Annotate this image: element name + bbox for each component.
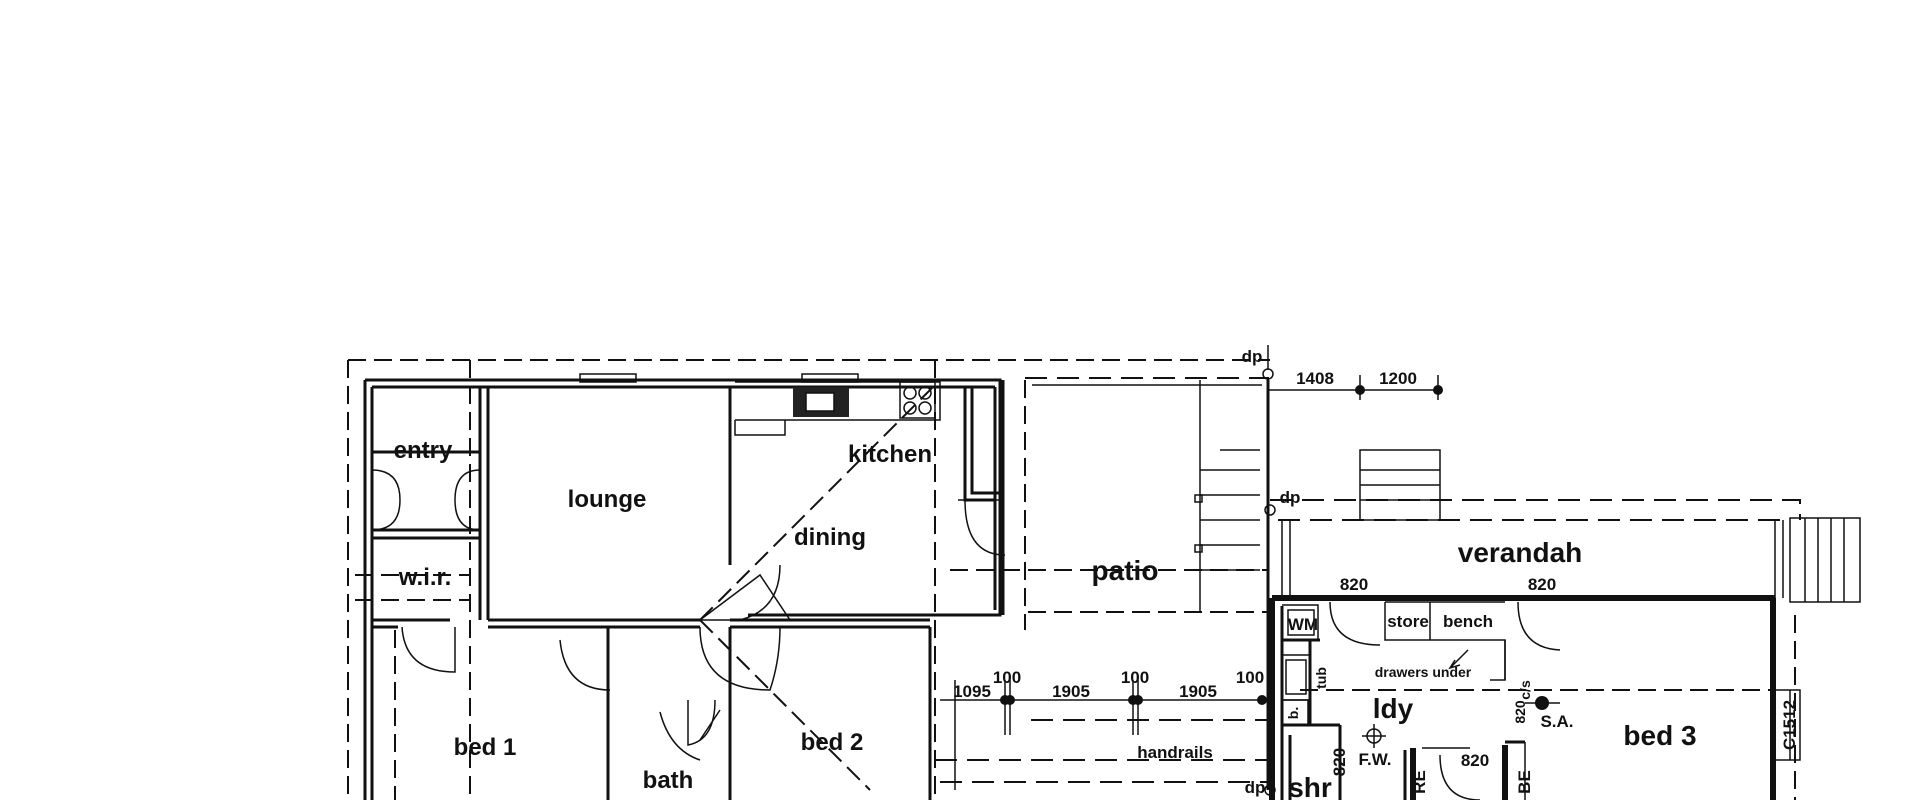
- robe-label-re: RE: [1410, 770, 1429, 794]
- room-label-bed3: bed 3: [1623, 720, 1696, 751]
- dimension-labels: 1408 1200 820 820 820 820 820 1095 100 1…: [953, 369, 1556, 776]
- roof-outline: [347, 359, 1270, 800]
- cs-label: c/s: [1517, 680, 1533, 700]
- room-label-verandah: verandah: [1458, 537, 1583, 568]
- dim-1408: 1408: [1296, 369, 1334, 388]
- dim-820-c: 820: [1512, 700, 1528, 724]
- room-label-entry: entry: [394, 437, 453, 464]
- dim-100-a: 100: [993, 668, 1021, 687]
- dim-1905-a: 1905: [1052, 682, 1090, 701]
- room-label-lounge: lounge: [568, 486, 647, 513]
- dim-1905-b: 1905: [1179, 682, 1217, 701]
- downpipe-label-bottom: dp: [1245, 778, 1266, 797]
- dim-100-b: 100: [1121, 668, 1149, 687]
- washing-machine-label: WM: [1288, 615, 1318, 634]
- annotations: dp dp dp WM tub b. drawers under F.W. S.…: [1137, 347, 1799, 797]
- room-label-bath: bath: [643, 767, 694, 794]
- dim-100-c: 100: [1236, 668, 1264, 687]
- drawers-under-label: drawers under: [1375, 664, 1472, 680]
- roof-hips: [699, 379, 941, 791]
- robe-label-be: BE: [1515, 770, 1534, 794]
- handrails-label: handrails: [1137, 743, 1213, 762]
- floor-waste-label: F.W.: [1358, 750, 1391, 769]
- room-label-wir: w.i.r.: [398, 564, 451, 591]
- room-label-patio: patio: [1092, 555, 1159, 586]
- dim-1095: 1095: [953, 682, 991, 701]
- room-labels: entry lounge kitchen dining w.i.r. patio…: [394, 437, 1697, 800]
- patio-dimension-line: [940, 680, 1268, 790]
- room-label-bench: bench: [1443, 612, 1493, 631]
- downpipe-label-mid: dp: [1280, 488, 1301, 507]
- dim-820-a: 820: [1340, 575, 1368, 594]
- room-label-shr: shr: [1288, 772, 1332, 800]
- smoke-alarm-label: S.A.: [1540, 712, 1573, 731]
- dim-1200: 1200: [1379, 369, 1417, 388]
- doors: [371, 469, 1006, 761]
- patio-area: [935, 377, 1270, 790]
- dim-820-d: 820: [1330, 748, 1349, 776]
- tub-label: tub: [1313, 667, 1329, 689]
- dim-820-e: 820: [1461, 751, 1489, 770]
- dim-820-b: 820: [1528, 575, 1556, 594]
- right-house-walls: [1262, 345, 1861, 800]
- room-label-store: store: [1387, 612, 1429, 631]
- room-label-bed1: bed 1: [454, 734, 517, 761]
- basin-label: b.: [1285, 707, 1301, 719]
- house-walls: [363, 373, 1005, 800]
- room-label-bed2: bed 2: [801, 729, 864, 756]
- downpipe-label-top: dp: [1242, 347, 1263, 366]
- room-label-kitchen: kitchen: [848, 441, 932, 468]
- window-c1512-label: C1512: [1780, 700, 1799, 750]
- room-label-ldy: ldy: [1373, 693, 1414, 724]
- room-label-dining: dining: [794, 524, 866, 551]
